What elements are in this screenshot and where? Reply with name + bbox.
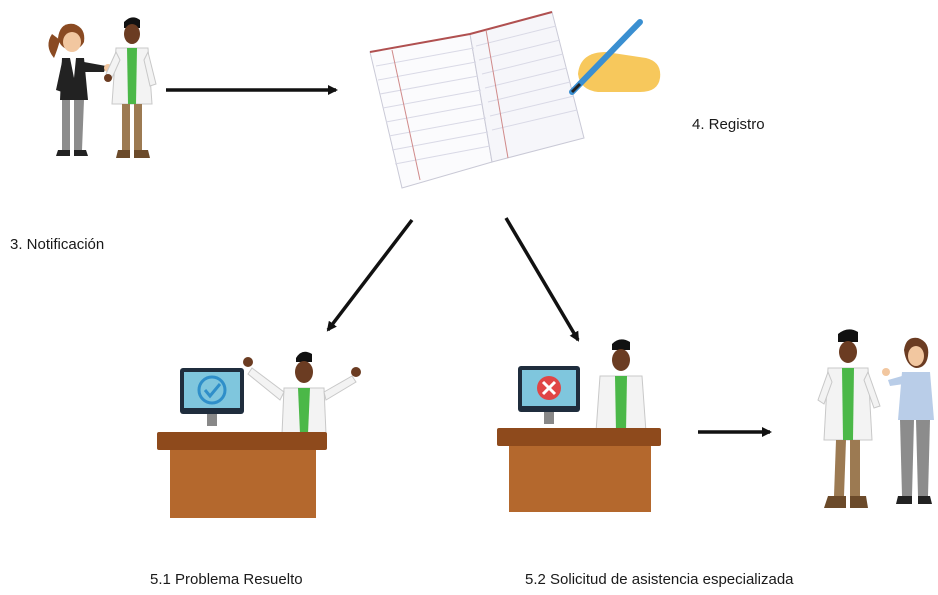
ledger-book-icon (369, 11, 585, 189)
computer-error-icon (497, 339, 661, 512)
woman-figure (48, 23, 112, 156)
writing-hand-icon (569, 19, 661, 95)
computer-check-icon (157, 351, 361, 518)
step-label-notification: 3. Notificación (10, 236, 105, 253)
step-label-registry: 4. Registro (692, 116, 765, 133)
arrow-to-escalation (504, 217, 580, 342)
specialist-consult-icon (817, 329, 934, 508)
people-meeting-icon (48, 17, 157, 158)
doctor-figure-1 (104, 17, 157, 158)
step-label-resolved: 5.1 Problema Resuelto (150, 571, 303, 588)
step-label-escalation: 5.2 Solicitud de asistencia especializad… (525, 571, 794, 588)
arrow-to-resolved (326, 218, 414, 332)
